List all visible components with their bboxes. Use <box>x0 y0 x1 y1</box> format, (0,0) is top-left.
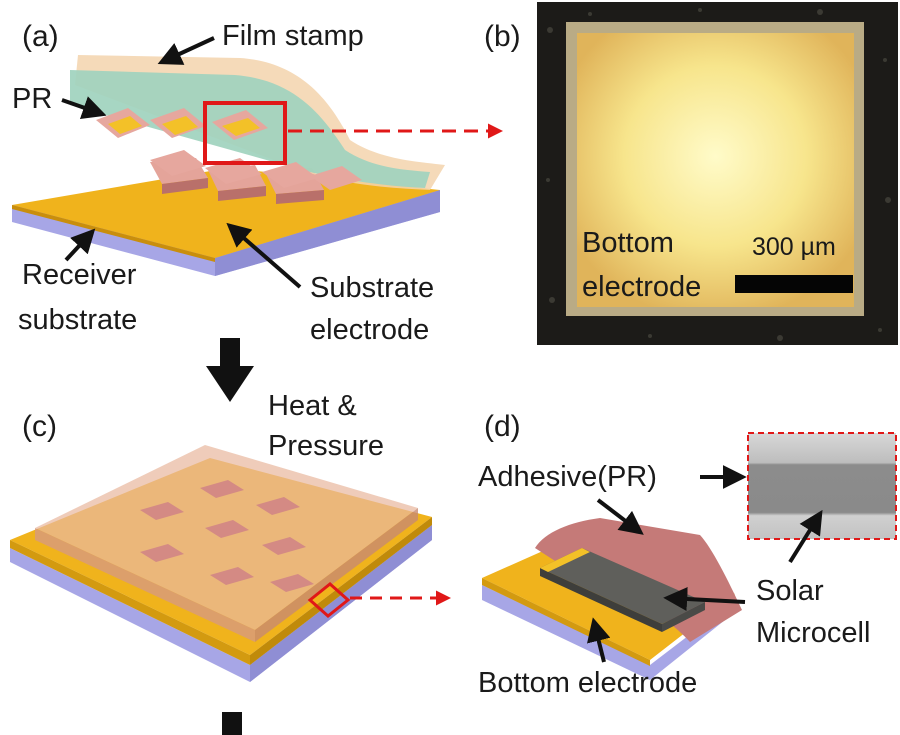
process-label-line1: Heat & <box>268 390 357 422</box>
receiver-substrate-label-line1: Receiver <box>22 259 137 291</box>
substrate-electrode-label-line2: electrode <box>310 314 429 346</box>
film-stamp-label: Film stamp <box>222 20 364 52</box>
solar-microcell-label-line2: Microcell <box>756 617 870 649</box>
micrograph-speckle <box>546 8 891 341</box>
highlight-box-c <box>307 582 351 618</box>
panel-d-letter: (d) <box>484 410 521 443</box>
panel-c-letter: (c) <box>22 410 57 443</box>
panel-c: (c) <box>10 410 451 682</box>
pr-pointer <box>61 96 107 119</box>
solar-microcell-pointer <box>663 587 746 611</box>
scale-bar-label: 300 µm <box>752 233 836 261</box>
next-step-arrow-stub <box>222 712 242 735</box>
receiver-substrate-pointer <box>64 228 96 262</box>
substrate-electrode-pointer <box>226 222 302 289</box>
bottom-electrode-label: Bottom electrode <box>478 667 697 699</box>
micrograph-label-line2: electrode <box>582 271 701 303</box>
substrate-d <box>482 585 735 680</box>
process-label-line2: Pressure <box>268 430 384 462</box>
pr-film-c <box>35 445 418 630</box>
sem-inset <box>747 432 897 540</box>
adhesive-label: Adhesive(PR) <box>478 461 657 493</box>
panel-b-letter: (b) <box>484 20 521 53</box>
panel-b: (b) Bottom electrode 300 µm <box>484 2 898 345</box>
process-arrow <box>206 338 254 402</box>
substrate-electrode-layer <box>12 168 440 258</box>
panel-a: (a) <box>12 20 503 346</box>
bottom-electrode-pointer <box>587 617 611 663</box>
adhesive-pr-pointer <box>596 498 644 535</box>
solar-microcell-label-line1: Solar <box>756 575 824 607</box>
panel-a-letter: (a) <box>22 20 59 53</box>
micrograph-cell-area <box>577 33 854 307</box>
pr-label: PR <box>12 83 52 115</box>
film-stamp-pointer <box>157 36 215 65</box>
microcell-array-c <box>140 480 314 592</box>
sem-layer-pointer <box>788 509 823 564</box>
process-step: Heat & Pressure <box>206 338 384 462</box>
substrate-electrode-label-line1: Substrate <box>310 272 434 304</box>
panel-d: (d) Adhesive(PR) Solar Microcell Bottom … <box>478 410 897 699</box>
scale-bar <box>735 275 853 293</box>
highlight-box-a <box>203 101 287 165</box>
micrograph-label-line1: Bottom <box>582 227 674 259</box>
stamp-pr-blocks <box>96 108 362 190</box>
receiver-substrate-label-line2: substrate <box>18 304 137 336</box>
